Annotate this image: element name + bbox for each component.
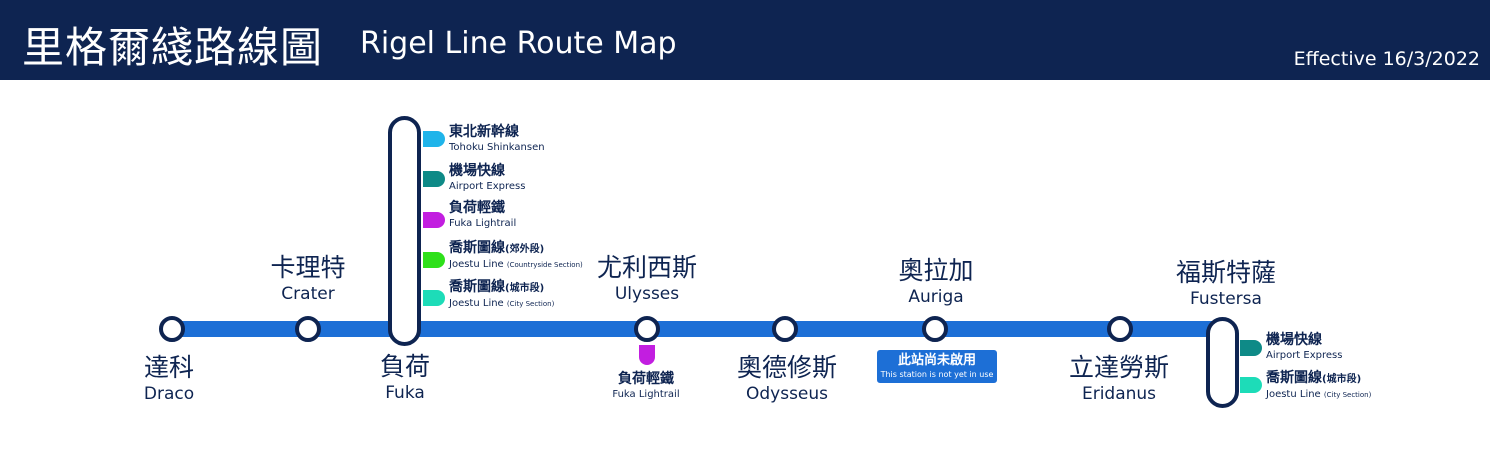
transfer-joestu-city-tab-fustersa (1240, 377, 1262, 393)
station-ulysses-label: 尤利西斯 Ulysses (597, 253, 697, 305)
station-fustersa-name-zh: 福斯特薩 (1175, 258, 1277, 287)
station-not-in-use-badge: 此站尚未啟用 This station is not yet in use (877, 350, 997, 383)
station-fuka-interchange-marker[interactable] (388, 116, 421, 346)
transfer-section-zh: (城市段) (505, 283, 545, 294)
header-bar: 里格爾綫路線圖 Rigel Line Route Map Effective 1… (0, 0, 1490, 80)
station-auriga-label: 奧拉加 Auriga (898, 256, 973, 308)
transfer-joestu-city-tab (423, 290, 445, 306)
station-crater-name-en: Crater (281, 284, 335, 304)
transfer-airport-express-tab (423, 171, 445, 187)
transfer-fuka-lightrail-tab-ulysses (639, 345, 655, 365)
station-fustersa-name-en: Fustersa (1190, 289, 1262, 309)
station-ulysses-marker[interactable] (634, 316, 660, 342)
station-crater-name-zh: 卡理特 (270, 253, 346, 282)
transfer-name-en: Joestu Line (449, 259, 504, 270)
station-auriga-name-zh: 奧拉加 (898, 256, 974, 285)
station-crater-marker[interactable] (295, 316, 321, 342)
transfer-fuka-lightrail-ulysses: 負荷輕鐵 Fuka Lightrail (612, 370, 679, 401)
transfer-name-en: Airport Express (1266, 350, 1343, 361)
title-english: Rigel Line Route Map (360, 26, 677, 61)
transfer-joestu-countryside: 喬斯圖線(郊外段) Joestu Line (Countryside Secti… (449, 240, 583, 272)
station-ulysses-name-zh: 尤利西斯 (596, 253, 698, 282)
transfer-name-en: Joestu Line (1266, 389, 1321, 400)
transfer-section-en: (City Section) (1323, 391, 1372, 399)
not-in-use-en: This station is not yet in use (880, 370, 994, 379)
station-odysseus-label: 奧德修斯 Odysseus (737, 353, 837, 405)
transfer-name-en: Fuka Lightrail (449, 218, 517, 229)
station-eridanus-name-zh: 立達勞斯 (1068, 353, 1170, 382)
station-odysseus-name-zh: 奧德修斯 (736, 353, 838, 382)
station-draco-marker[interactable] (159, 316, 185, 342)
station-draco-label: 達科 Draco (144, 353, 194, 405)
transfer-joestu-city: 喬斯圖線(城市段) Joestu Line (City Section) (449, 279, 554, 311)
transfer-name-zh: 機場快線 (1266, 332, 1322, 348)
station-odysseus-marker[interactable] (772, 316, 798, 342)
transfer-section-en: (Countryside Section) (506, 261, 583, 269)
transfer-joestu-countryside-tab (423, 252, 445, 268)
transfer-name-zh: 機場快線 (449, 163, 505, 179)
transfer-name-en: Tohoku Shinkansen (449, 142, 545, 153)
title-chinese: 里格爾綫路線圖 (22, 23, 324, 72)
not-in-use-zh: 此站尚未啟用 (897, 353, 976, 368)
station-fustersa-interchange-marker[interactable] (1206, 317, 1239, 408)
station-eridanus-name-en: Eridanus (1081, 384, 1157, 404)
transfer-name-zh: 負荷輕鐵 (618, 371, 674, 387)
transfer-name-zh: 喬斯圖線 (1266, 370, 1322, 386)
station-auriga-marker[interactable] (922, 316, 948, 342)
transfer-name-zh: 喬斯圖線 (449, 240, 505, 256)
station-fuka-name-zh: 負荷 (379, 352, 431, 381)
transfer-airport-express-tab-fustersa (1240, 340, 1262, 356)
transfer-name-en: Airport Express (449, 181, 526, 192)
station-ulysses-name-en: Ulysses (614, 284, 680, 304)
station-eridanus-marker[interactable] (1107, 316, 1133, 342)
transfer-name-zh: 喬斯圖線 (449, 279, 505, 295)
station-fuka-label: 負荷 Fuka (380, 352, 430, 404)
station-crater-label: 卡理特 Crater (270, 253, 345, 305)
transfer-fuka-lightrail: 負荷輕鐵 Fuka Lightrail (449, 200, 516, 230)
transfer-section-zh: (城市段) (1322, 374, 1362, 385)
station-eridanus-label: 立達勞斯 Eridanus (1069, 353, 1169, 405)
transfer-name-zh: 東北新幹線 (449, 124, 519, 140)
transfer-joestu-city-fustersa: 喬斯圖線(城市段) Joestu Line (City Section) (1266, 370, 1371, 402)
transfer-name-en: Joestu Line (449, 298, 504, 309)
transfer-section-en: (City Section) (506, 300, 555, 308)
transfer-section-zh: (郊外段) (505, 244, 545, 255)
transfer-name-en: Fuka Lightrail (612, 389, 680, 400)
station-auriga-name-en: Auriga (908, 287, 964, 307)
station-odysseus-name-en: Odysseus (745, 384, 829, 404)
station-fuka-name-en: Fuka (385, 383, 425, 403)
effective-date: Effective 16/3/2022 (1293, 48, 1480, 70)
transfer-name-zh: 負荷輕鐵 (449, 200, 505, 216)
transfer-airport-express: 機場快線 Airport Express (449, 163, 525, 193)
transfer-fuka-lightrail-tab (423, 212, 445, 228)
transfer-tohoku-shinkansen-tab (423, 131, 445, 147)
transfer-airport-express-fustersa: 機場快線 Airport Express (1266, 332, 1342, 362)
station-draco-name-zh: 達科 (143, 353, 194, 382)
station-draco-name-en: Draco (143, 384, 195, 404)
station-fustersa-label: 福斯特薩 Fustersa (1176, 258, 1276, 310)
transfer-tohoku-shinkansen: 東北新幹線 Tohoku Shinkansen (449, 124, 545, 154)
rigel-line-track (172, 321, 1222, 337)
